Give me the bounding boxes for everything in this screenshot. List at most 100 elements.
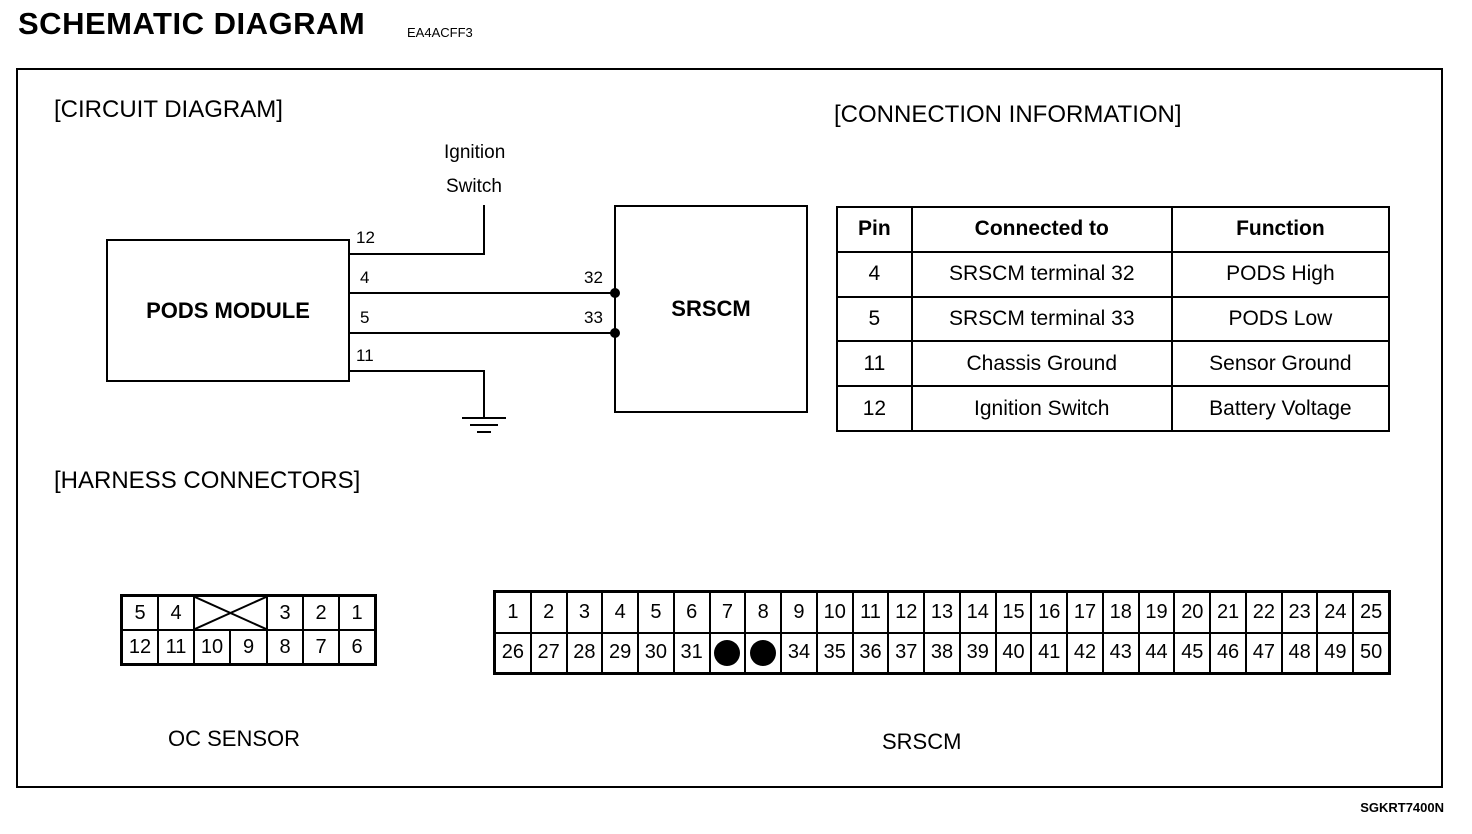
connector-pin: 10 bbox=[194, 630, 230, 664]
srscm-connector-label: SRSCM bbox=[882, 729, 962, 754]
cell-pin: 4 bbox=[836, 250, 913, 298]
ignition-label-line1: Ignition bbox=[444, 142, 506, 163]
pods-pin-5: 5 bbox=[360, 308, 370, 327]
connector-pin: 2 bbox=[303, 596, 339, 630]
table-row: 4 SRSCM terminal 32 PODS High bbox=[836, 250, 1391, 298]
connector-pin: 7 bbox=[709, 592, 746, 633]
cell-function: Sensor Ground bbox=[1170, 340, 1391, 388]
connector-pin: 21 bbox=[1210, 592, 1246, 633]
ignition-label-line2: Switch bbox=[446, 176, 502, 197]
connector-pin: 27 bbox=[530, 632, 567, 673]
connector-pin: 8 bbox=[745, 592, 782, 633]
cell-connected-to: SRSCM terminal 32 bbox=[910, 250, 1173, 298]
connector-pin: 1 bbox=[339, 596, 375, 630]
connector-pin: 50 bbox=[1353, 632, 1389, 673]
connector-pin: 18 bbox=[1102, 592, 1139, 633]
connector-pin: 46 bbox=[1210, 632, 1246, 673]
connector-pin: 19 bbox=[1138, 592, 1175, 633]
pods-pin-4: 4 bbox=[360, 268, 370, 287]
cell-pin: 12 bbox=[836, 385, 913, 432]
connector-pin: 26 bbox=[495, 632, 531, 673]
cell-pin: 5 bbox=[836, 295, 913, 343]
connector-pin: 16 bbox=[1031, 592, 1068, 633]
table-row: 12 Ignition Switch Battery Voltage bbox=[836, 385, 1391, 432]
document-code: EA4ACFF3 bbox=[407, 25, 473, 40]
connector-pin: 6 bbox=[673, 592, 710, 633]
plug-dot-icon: ● bbox=[714, 639, 741, 666]
plugged-cavity: ● bbox=[745, 632, 782, 673]
connector-pin: 34 bbox=[781, 632, 817, 673]
connector-pin: 48 bbox=[1281, 632, 1318, 673]
wire-pin12-ignition bbox=[350, 205, 485, 255]
connector-pin: 42 bbox=[1067, 632, 1103, 673]
page-title: SCHEMATIC DIAGRAM bbox=[18, 6, 366, 41]
cell-pin: 11 bbox=[836, 340, 913, 388]
srscm-pin-32: 32 bbox=[584, 268, 603, 287]
pods-pin-12: 12 bbox=[356, 228, 375, 247]
srscm-box: SRSCM bbox=[614, 205, 808, 413]
connector-pin: 11 bbox=[852, 592, 889, 633]
connector-pin: 39 bbox=[959, 632, 996, 673]
figure-reference: SGKRT7400N bbox=[1360, 800, 1444, 815]
connector-pin: 5 bbox=[122, 596, 158, 630]
header-pin: Pin bbox=[836, 206, 913, 253]
connector-pin: 2 bbox=[530, 592, 567, 633]
connector-pin: 12 bbox=[888, 592, 925, 633]
cell-connected-to: Ignition Switch bbox=[910, 385, 1173, 432]
connector-pin: 17 bbox=[1067, 592, 1103, 633]
connector-pin: 47 bbox=[1245, 632, 1282, 673]
connector-pin: 41 bbox=[1031, 632, 1068, 673]
connector-pin: 29 bbox=[602, 632, 639, 673]
header-connected-to: Connected to bbox=[910, 206, 1173, 253]
connector-pin: 44 bbox=[1138, 632, 1175, 673]
cell-function: PODS High bbox=[1170, 250, 1391, 298]
connector-pin: 22 bbox=[1245, 592, 1282, 633]
connector-pin: 8 bbox=[267, 630, 303, 664]
connector-pin: 31 bbox=[673, 632, 710, 673]
pods-module-label: PODS MODULE bbox=[146, 297, 310, 323]
connector-pin: 13 bbox=[924, 592, 960, 633]
connector-pin: 40 bbox=[995, 632, 1032, 673]
connector-pin: 14 bbox=[959, 592, 996, 633]
connector-pin: 37 bbox=[888, 632, 925, 673]
header-function: Function bbox=[1170, 206, 1391, 253]
connector-pin: 3 bbox=[566, 592, 603, 633]
table-row: 5 SRSCM terminal 33 PODS Low bbox=[836, 295, 1391, 343]
connector-pin: 30 bbox=[638, 632, 674, 673]
wire-pin11-ground bbox=[350, 370, 485, 418]
table-row: 11 Chassis Ground Sensor Ground bbox=[836, 340, 1391, 388]
connector-pin: 38 bbox=[924, 632, 960, 673]
connector-pin: 35 bbox=[816, 632, 853, 673]
connector-pin: 49 bbox=[1317, 632, 1354, 673]
table-header-row: Pin Connected to Function bbox=[836, 206, 1391, 253]
connector-pin: 9 bbox=[781, 592, 817, 633]
cell-function: PODS Low bbox=[1170, 295, 1391, 343]
connector-pin: 9 bbox=[230, 630, 267, 664]
diagram-frame bbox=[16, 68, 1443, 788]
connector-pin: 4 bbox=[158, 596, 194, 630]
connector-pin: 1 bbox=[495, 592, 531, 633]
connector-pin: 36 bbox=[852, 632, 889, 673]
connector-pin: 23 bbox=[1281, 592, 1318, 633]
connector-pin: 20 bbox=[1174, 592, 1211, 633]
pods-pin-11: 11 bbox=[356, 346, 374, 365]
connector-pin: 3 bbox=[267, 596, 303, 630]
srscm-label: SRSCM bbox=[671, 296, 751, 321]
connection-info-table: Pin Connected to Function 4 SRSCM termin… bbox=[836, 206, 1391, 432]
connection-information-heading: [CONNECTION INFORMATION] bbox=[834, 101, 1182, 128]
connector-pin: 11 bbox=[158, 630, 194, 664]
plug-dot-icon: ● bbox=[750, 639, 777, 666]
connector-pin: 6 bbox=[339, 630, 375, 664]
harness-connectors-heading: [HARNESS CONNECTORS] bbox=[54, 467, 361, 494]
cell-connected-to: SRSCM terminal 33 bbox=[910, 295, 1173, 343]
connector-pin: 10 bbox=[816, 592, 853, 633]
connector-pin: 25 bbox=[1353, 592, 1389, 633]
oc-sensor-label: OC SENSOR bbox=[168, 726, 301, 751]
connector-pin: 24 bbox=[1317, 592, 1354, 633]
oc-sensor-connector: 54X3211211109876 bbox=[120, 594, 377, 666]
connector-pin: 5 bbox=[638, 592, 674, 633]
cell-function: Battery Voltage bbox=[1170, 385, 1391, 432]
connector-pin: 28 bbox=[566, 632, 603, 673]
